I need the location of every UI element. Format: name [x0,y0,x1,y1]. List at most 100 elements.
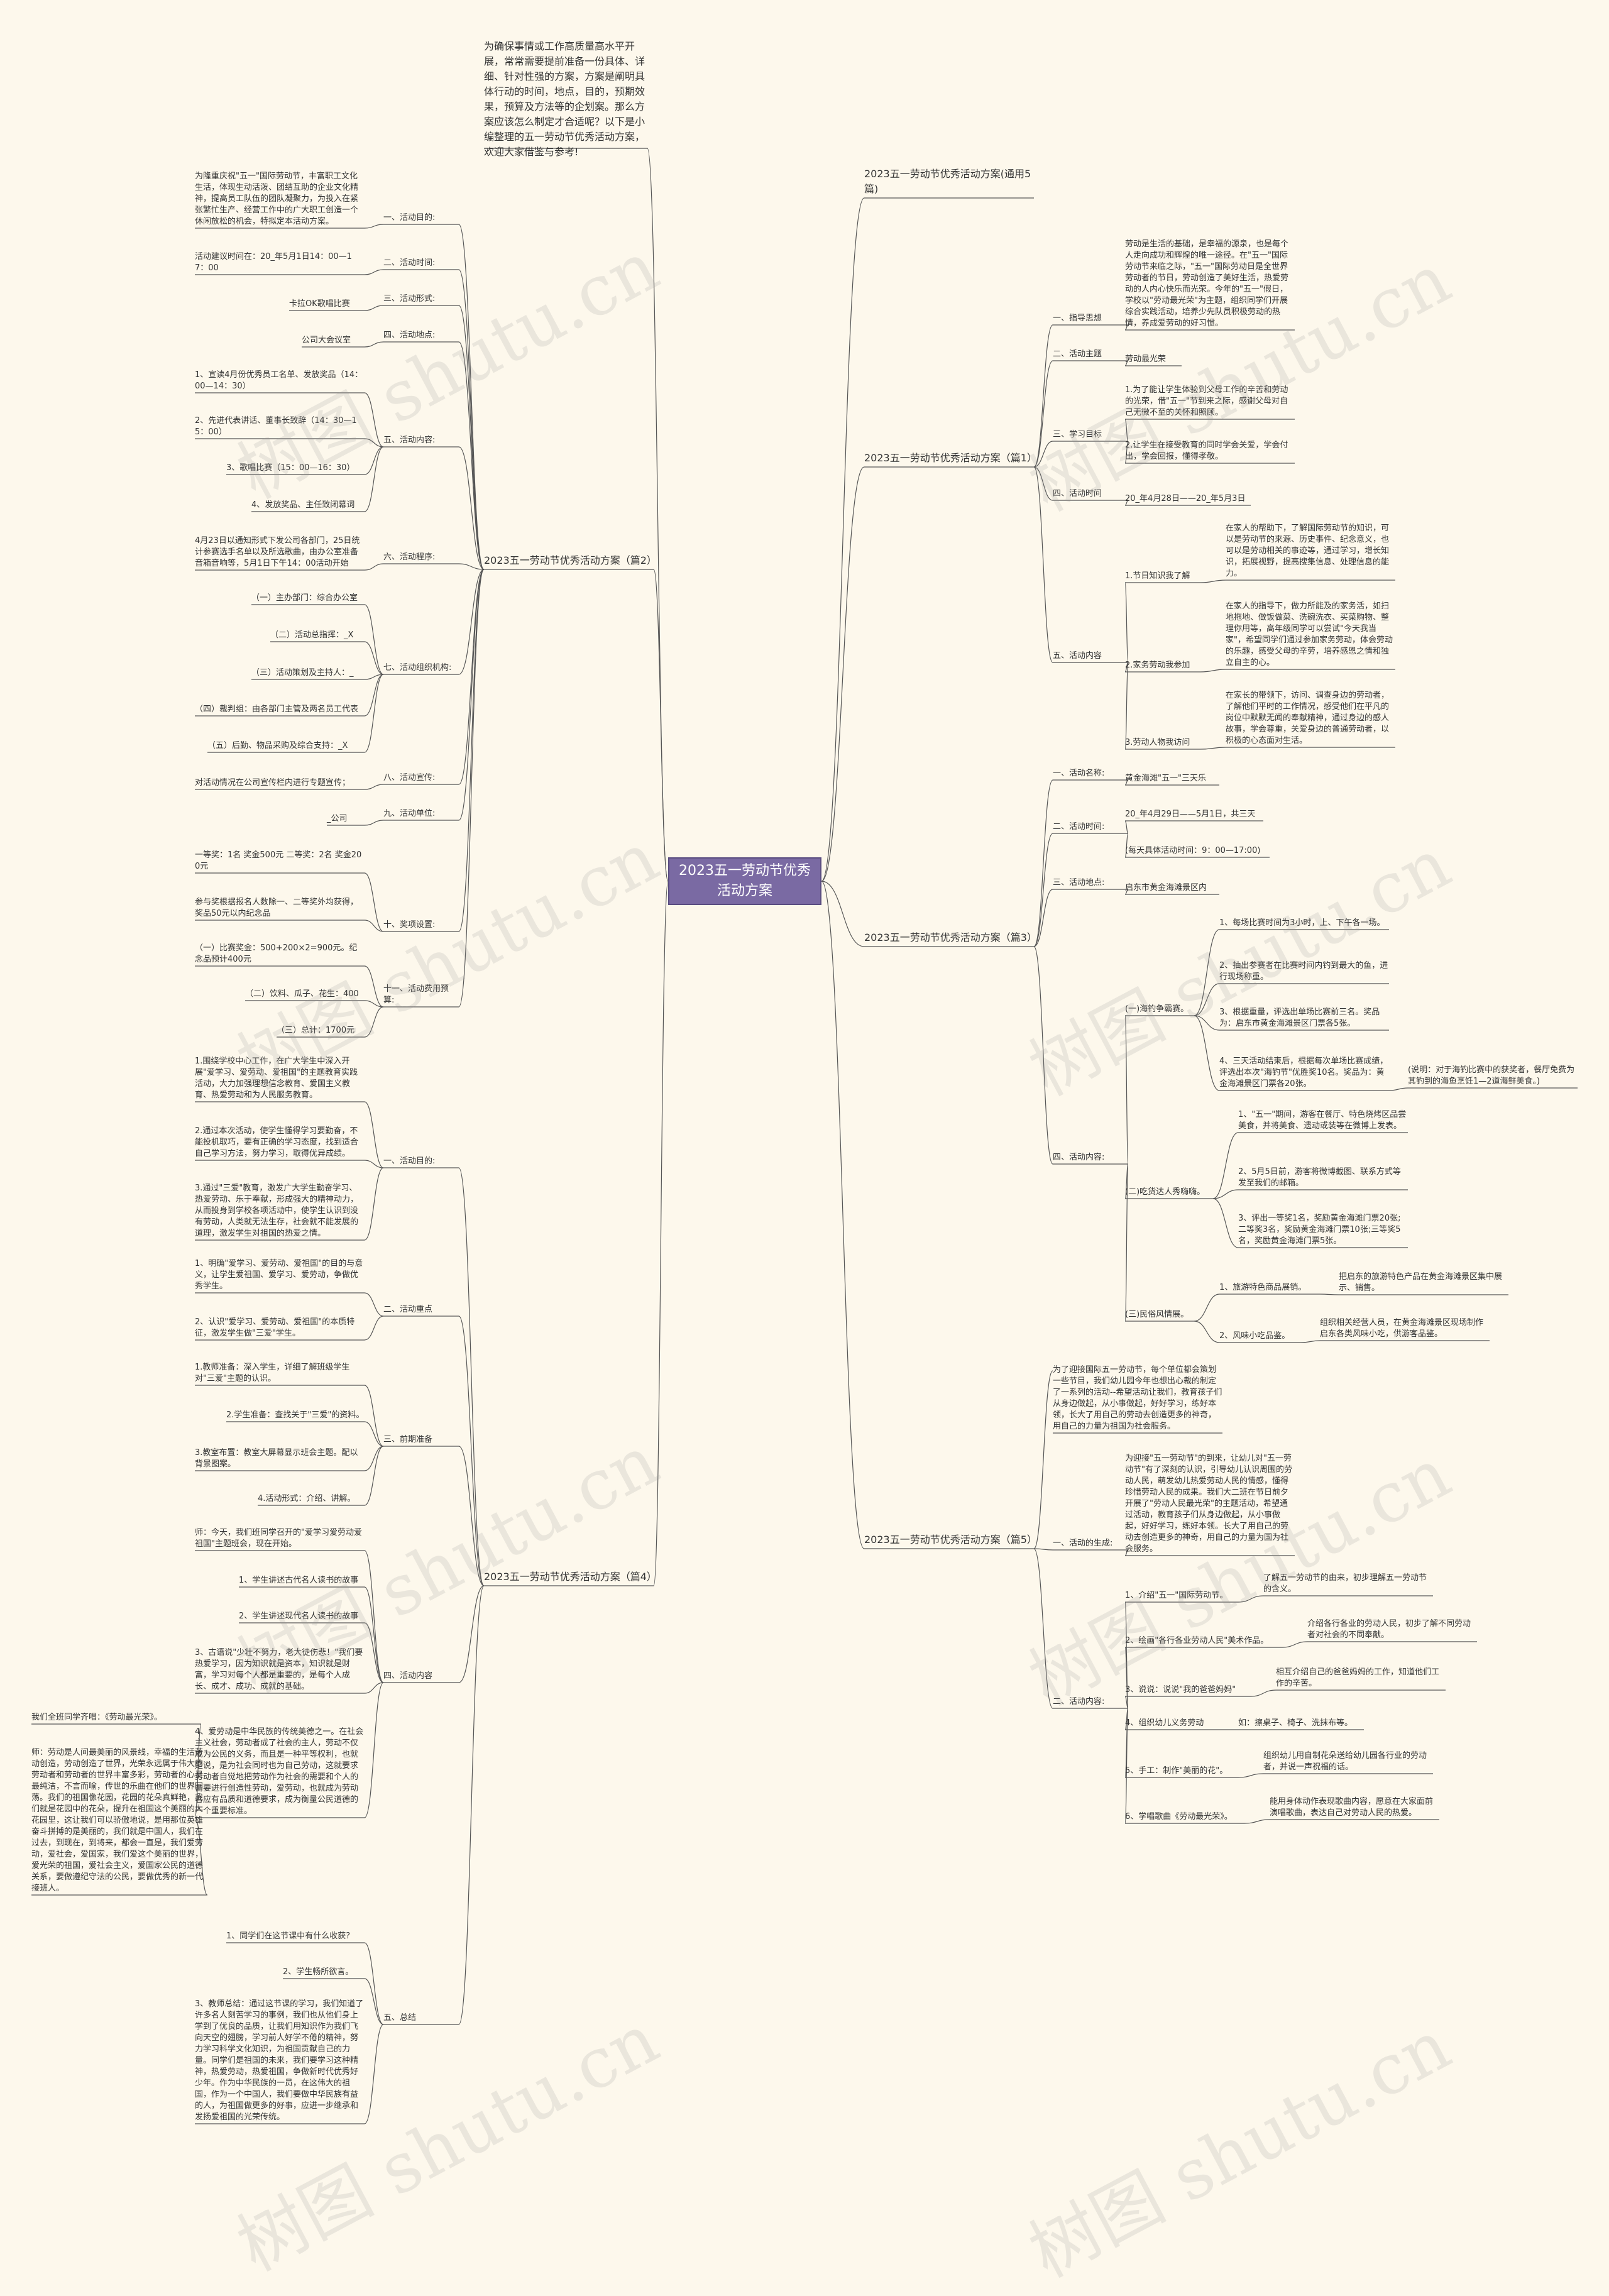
section-label[interactable]: 五、总结 [383,2013,417,2023]
leaf-text[interactable]: 3.教室布置：教室大屏幕显示班会主题。配以背景图案。 [195,1448,358,1469]
section-label[interactable]: 四、活动地点: [383,331,436,340]
section-label[interactable]: 十、奖项设置: [383,920,436,930]
leaf-text[interactable]: 黄金海滩"五一"三天乐 [1125,774,1206,783]
section-label[interactable]: 三、活动形式: [383,294,436,304]
section-label[interactable]: 一、活动目的: [383,1156,436,1166]
leaf-text[interactable]: 2、先进代表讲话、董事长致辞（14：30—15：00） [195,416,357,437]
leaf-text[interactable]: 2.家务劳动我参加 [1125,661,1190,670]
section-label[interactable]: 九、活动单位: [383,809,436,818]
leaf-text[interactable]: 为了迎接国际五一劳动节，每个单位都会策划一些节目，我们幼儿园今年也想出心裁的制定… [1053,1365,1222,1431]
detail-text[interactable]: 把启东的旅游特色产品在黄金海滩景区集中展示、销售。 [1339,1272,1503,1293]
leaf-text[interactable]: (三)民俗风情展。 [1125,1310,1189,1319]
leaf-text[interactable]: _公司 [327,814,348,823]
leaf-text[interactable]: （二）饮料、瓜子、花生：400 [245,989,359,999]
leaf-text[interactable]: (每天具体活动时间：9：00—17:00) [1125,846,1261,855]
branch-title[interactable]: 2023五一劳动节优秀活动方案（篇4） [484,1571,657,1583]
leaf-text[interactable]: 1、同学们在这节课中有什么收获? [226,1931,351,1941]
leaf-text[interactable]: (二)吃货达人秀嗨嗨。 [1125,1187,1205,1197]
leaf-text[interactable]: 1、明确"爱学习、爱劳动、爱祖国"的目的与意义，让学生爱祖国、爱学习、爱劳动，争… [195,1259,363,1291]
section-label[interactable]: 一、活动的生成: [1053,1539,1113,1548]
leaf-text[interactable]: （一）比赛奖金：500+200×2=900元。纪念品预计400元 [195,943,358,964]
root-topic[interactable]: 2023五一劳动节优秀活动方案 [668,857,821,905]
section-label[interactable]: 一、活动名称: [1053,769,1105,778]
leaf-text[interactable]: 3.通过"三爱"教育，激发广大学生勤奋学习、热爱劳动、乐于奉献，形成强大的精神动… [195,1184,359,1238]
leaf-text[interactable]: 4月23日以通知形式下发公司各部门，25日统计参赛选手名单以及所选歌曲，由办公室… [195,536,360,568]
leaf-text[interactable]: 1.围绕学校中心工作，在广大学生中深入开展"爱学习、爱劳动、爱祖国"的主题教育实… [195,1057,358,1100]
leaf-text[interactable]: （二）活动总指挥：_X [270,630,354,640]
leaf-text[interactable]: 为隆重庆祝"五一"国际劳动节，丰富职工文化生活，体现生动活泼、团结互助的企业文化… [195,172,359,226]
detail-text[interactable]: 了解五一劳动节的由来，初步理解五一劳动节的含义。 [1263,1573,1427,1594]
leaf-text[interactable]: 1.节日知识我了解 [1125,571,1190,581]
branch-title[interactable]: 2023五一劳动节优秀活动方案（篇1） [864,452,1037,464]
leaf-text[interactable]: （三）总计：1700元 [277,1026,355,1035]
leaf-text[interactable]: 20_年4月29日——5月1日，共三天 [1125,810,1256,819]
section-label[interactable]: 一、活动目的: [383,213,436,222]
section-label[interactable]: 八、活动宣传: [383,773,436,783]
detail-text[interactable]: 1、"五一"期间，游客在餐厅、特色烧烤区品尝美食，并将美食、遗动或装等在微博上发… [1238,1110,1407,1131]
section-label[interactable]: 三、活动地点: [1053,878,1105,887]
detail-text[interactable]: 3、根据重量，评选出单场比赛前三名。奖品为：启东市黄金海滩景区门票各5张。 [1219,1008,1380,1028]
leaf-text[interactable]: （一）主办部门：综合办公室 [251,593,358,603]
detail-text[interactable]: 2、抽出参赛者在比赛时间内钓到最大的鱼，进行现场称重。 [1219,961,1388,982]
leaf-text[interactable]: (一)海钓争霸赛。 [1125,1004,1189,1014]
leaf-text[interactable]: 5、手工：制作"美丽的花"。 [1125,1766,1228,1776]
section-label[interactable]: 三、前期准备 [383,1435,433,1444]
leaf-text[interactable]: 3、歌唱比赛（15：00—16：30） [226,463,355,473]
leaf-text[interactable]: 1.为了能让学生体验到父母工作的辛苦和劳动的光荣，借"五一"节到来之际，感谢父母… [1125,385,1288,417]
leaf-text[interactable]: 公司大会议室 [302,336,351,345]
leaf-text[interactable]: 3、说说：说说"我的爸爸妈妈" [1125,1685,1236,1695]
detail-text[interactable]: 组织相关经营人员，在黄金海滩景区现场制作启东各类风味小吃，供游客品鉴。 [1320,1318,1484,1339]
leaf-text[interactable]: 4、组织幼儿义务劳动 [1125,1718,1204,1728]
leaf-text[interactable]: 活动建议时间在：20_年5月1日14：00—17：00 [195,252,352,273]
leaf-text[interactable]: 4、发放奖品、主任致闭幕词 [251,500,355,510]
detail-text[interactable]: (说明：对于海钓比赛中的获奖者，餐厅免费为其钓到的海鱼烹饪1—2道海鲜美食。) [1408,1065,1575,1086]
leaf-text[interactable]: 师：今天，我们班同学召开的"爱学习爱劳动爱祖国"主题班会，现在开始。 [195,1528,362,1549]
section-label[interactable]: 二、活动主题 [1053,349,1102,359]
leaf-text[interactable]: 2.让学生在接受教育的同时学会关爱，学会付出，学会回报，懂得孝敬。 [1125,441,1288,461]
detail-text[interactable]: 2、风味小吃品鉴。 [1219,1331,1290,1341]
section-label[interactable]: 四、活动内容: [1053,1153,1105,1162]
leaf-text[interactable]: 1、学生讲述古代名人读书的故事 [239,1576,359,1585]
leaf-text[interactable]: 1、介绍"五一"国际劳动节。 [1125,1591,1228,1600]
detail-text[interactable]: 1、旅游特色商品展销。 [1219,1283,1307,1292]
leaf-text[interactable]: 3、古语说"少壮不努力，老大徒伤悲！"我们要热爱学习，因为知识就是资本，知识就是… [195,1648,363,1691]
leaf-text[interactable]: 4.活动形式：介绍、讲解。 [258,1494,356,1503]
section-label[interactable]: 一、指导思想 [1053,314,1102,323]
leaf-text[interactable]: 劳动最光荣 [1125,354,1167,364]
section-label[interactable]: 四、活动内容 [383,1671,433,1681]
leaf-text[interactable]: 2.通过本次活动，使学生懂得学习要勤奋，不能投机取巧，要有正确的学习态度，找到适… [195,1126,359,1158]
detail-text[interactable]: 4、三天活动结束后，根据每次单场比赛成绩，评选出本次"海钓节"优胜奖10名。奖品… [1219,1057,1388,1089]
leaf-text[interactable]: 6、学唱歌曲《劳动最光荣》。 [1125,1812,1233,1821]
leaf-text[interactable]: 卡拉OK歌唱比赛 [289,299,350,309]
detail-text[interactable]: 3、评出一等奖1名，奖励黄金海滩门票20张;二等奖3名，奖励黄金海滩门票10张;… [1238,1214,1401,1246]
section-label[interactable]: 十一、活动费用预算: [383,984,449,1005]
branch-title[interactable]: 2023五一劳动节优秀活动方案（篇3） [864,931,1037,943]
detail-text[interactable]: 组织幼儿用自制花朵送给幼儿园各行业的劳动者，并说一声祝福的话。 [1263,1751,1427,1772]
leaf-text[interactable]: 4、爱劳动是中华民族的传统美德之一。在社会主义社会，劳动者成了社会的主人，劳动不… [195,1727,364,1816]
leaf-text[interactable]: 2、学生讲述现代名人读书的故事 [239,1612,359,1621]
leaf-text[interactable]: 对活动情况在公司宣传栏内进行专题宣传； [195,778,351,788]
leaf-text[interactable]: （四）裁判组：由各部门主管及两名员工代表 [195,705,359,714]
detail-text[interactable]: 介绍各行各业的劳动人民，初步了解不同劳动者对社会的不同奉献。 [1307,1619,1471,1640]
leaf-text[interactable]: 2、认识"爱学习、爱劳动、爱祖国"的本质特征，激发学生做"三爱"学生。 [195,1317,355,1338]
section-label[interactable]: 七、活动组织机构: [383,663,452,673]
section-label[interactable]: 四、活动时间 [1053,489,1102,498]
detail-text[interactable]: 在家人的帮助下，了解国际劳动节的知识，可以是劳动节的来源、历史事件、纪念意义，也… [1226,524,1390,578]
branch-title[interactable]: 2023五一劳动节优秀活动方案（篇2） [484,554,657,566]
leaf-text[interactable]: 2.学生准备：查找关于"三爱"的资料。 [226,1410,365,1420]
section-label[interactable]: 二、活动时间: [1053,822,1105,832]
detail-text[interactable]: 我们全班同学齐唱：《劳动最光荣》。 [31,1713,163,1722]
detail-text[interactable]: 师：劳动是人间最美丽的风景线，幸福的生活劳动创造，劳动创造了世界，光荣永远属于伟… [31,1748,204,1893]
detail-text[interactable]: 在家人的指导下，做力所能及的家务活，如扫地拖地、做饭做菜、洗碗洗衣、买菜购物、整… [1226,601,1393,667]
section-label[interactable]: 三、学习目标 [1053,430,1102,439]
leaf-text[interactable]: 为迎接"五一劳动节"的到来，让幼儿对"五一劳动节"有了深刻的认识，引导幼儿认识周… [1125,1454,1292,1554]
section-label[interactable]: 六、活动程序: [383,552,436,562]
section-label[interactable]: 五、活动内容 [1053,651,1102,661]
detail-text[interactable]: 2、5月5日前，游客将微博截图、联系方式等发至我们的邮箱。 [1238,1167,1401,1188]
section-label[interactable]: 二、活动重点 [383,1305,433,1314]
leaf-text[interactable]: 1.教师准备：深入学生，详细了解班级学生对"三爱"主题的认识。 [195,1363,350,1383]
detail-text[interactable]: 如：擦桌子、椅子、洗抹布等。 [1238,1718,1353,1728]
leaf-text[interactable]: （五）后勤、物品采购及综合支持：_X [207,741,348,750]
leaf-text[interactable]: 2、学生畅所欲言。 [283,1967,354,1977]
leaf-text[interactable]: 20_年4月28日——20_年5月3日 [1125,494,1246,503]
